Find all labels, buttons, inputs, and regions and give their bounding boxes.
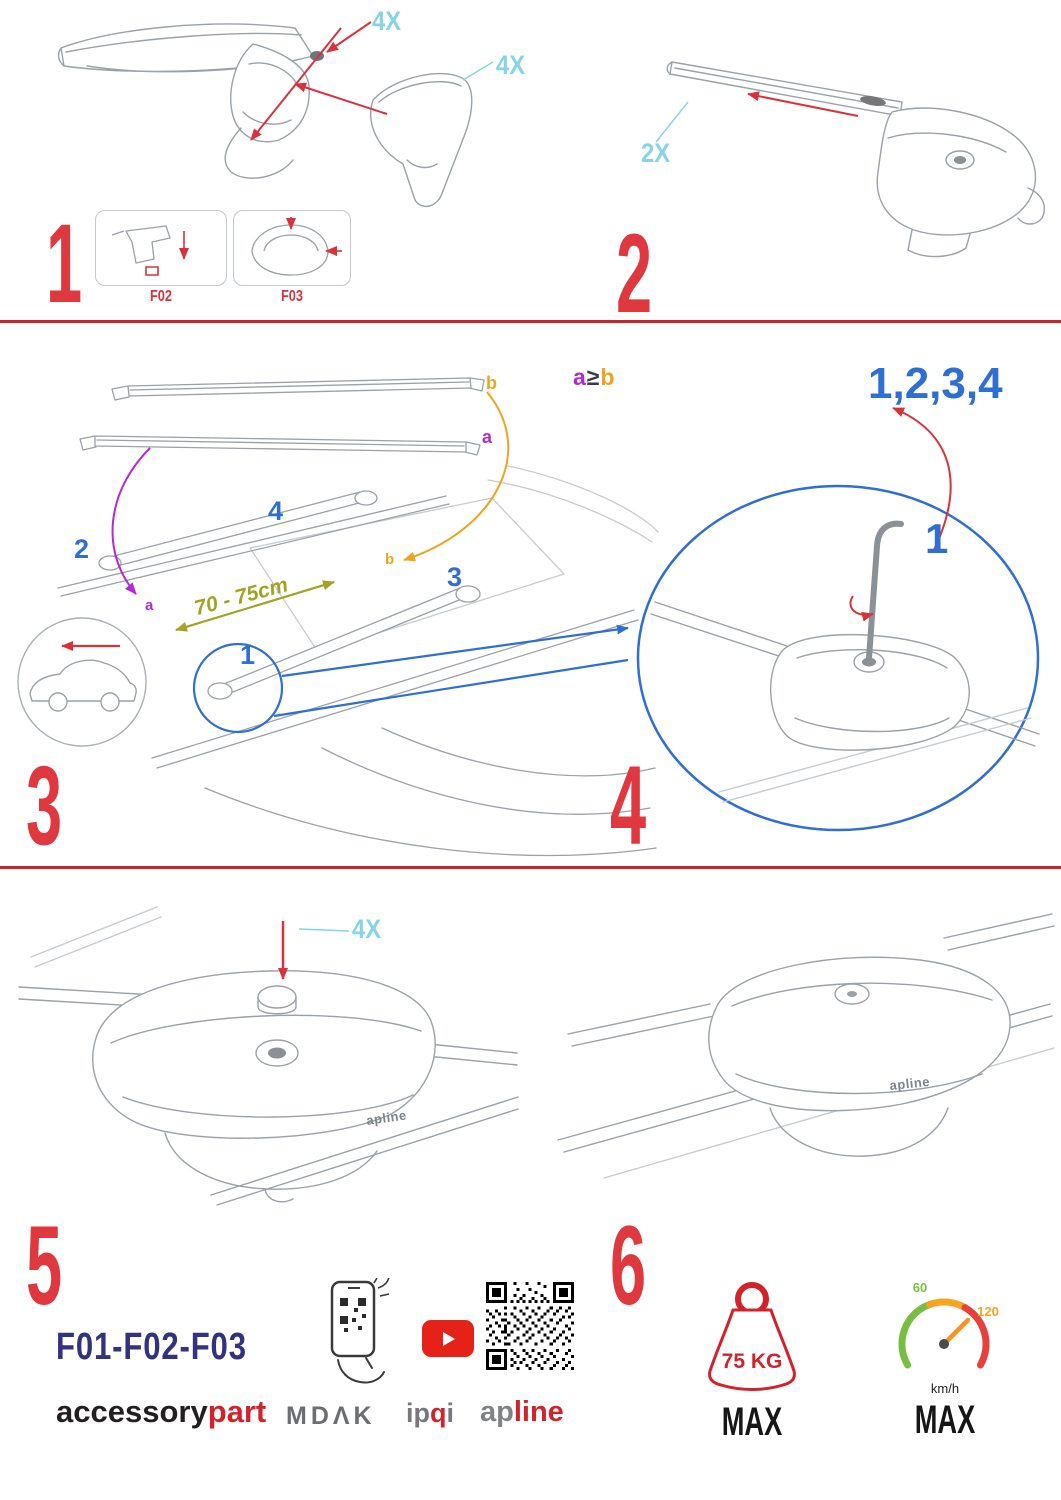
bar-b-label: b [486,373,497,393]
step1-crossbar-clamp-drawing [57,21,494,207]
crossbar [669,61,903,117]
ipqi-ip: ip [406,1398,430,1428]
plastic-cover [370,72,473,207]
apline-logo: apline [480,1396,564,1429]
mdak-logo: MDΛK [286,1402,376,1430]
loose-bar-a [79,435,481,456]
step1-inset-right-label: F03 [280,288,304,305]
bar-a-label: a [482,427,493,447]
phone-scan-icon [330,1278,390,1384]
bar-a-placement-curve [111,447,151,595]
accessorypart-logo: accessorypart [56,1396,266,1427]
accessory-text: accessory [56,1394,208,1429]
step2-number: 2 [616,211,653,336]
torque-arrows [849,407,952,622]
sliding-foot [876,107,1046,258]
step1-qty-clamps: 4X [372,6,402,36]
spacing-rule: a≥b [573,366,614,389]
bar-slot [860,96,886,106]
zoom-callout [192,624,629,734]
cover-cap [257,985,297,1015]
youtube-icon [422,1320,474,1357]
clamp-foot [708,956,1011,1157]
rule-a: a [573,364,586,390]
step5-qty: 4X [352,914,382,944]
weight-value: 75 KG [722,1350,783,1373]
spacing-arrow [175,580,335,632]
f02-part-sketch [111,225,189,276]
step6-number: 6 [610,1203,647,1328]
speed-low-label: 60 [913,1280,927,1295]
apline-line: line [513,1396,564,1428]
max-weight-icon: 75 KG [708,1282,796,1391]
step5-cap-install-drawing: apline [18,906,519,1206]
zoom-circle [636,484,1040,832]
qty-pointer-line [655,101,689,143]
step6-finished-clamp-drawing: apline [557,913,1055,1179]
foot-2-label: 2 [74,534,90,564]
step6-apline-logo: apline [889,1074,931,1093]
weight-max-label: MAX [721,1400,783,1444]
roof-panel-seams [249,465,659,653]
crossbar-left [650,601,794,661]
step1-number: 1 [46,201,83,326]
roof-a-mark: a [145,597,154,614]
speed-max-label: MAX [914,1398,976,1442]
loose-bar-b [111,377,485,401]
foot-4-label: 4 [268,496,284,526]
clamp-foot [92,970,436,1203]
crossbar-left [567,1003,715,1047]
ipqi-q: q [430,1398,447,1428]
clamp-foot [224,43,324,179]
section-divider-2 [0,866,1061,869]
background-rail [30,906,162,968]
front-crossbar [207,585,481,700]
mounting-arrows [250,21,388,141]
step3-roof-layout-drawing [17,377,659,857]
speed-high-label: 120 [977,1304,999,1319]
slide-arrow [747,91,859,117]
rule-b: b [600,364,615,390]
speedometer-icon: 60 120 [898,1280,999,1369]
qty-pointer-line [462,61,494,81]
car-body-lines [204,727,657,857]
ipqi-i: i [446,1398,455,1428]
part-text: part [207,1394,267,1429]
foot-3-label: 3 [447,562,463,592]
step1-inset-left-label: F02 [149,288,173,305]
ipqi-logo: ipqi [406,1398,454,1429]
product-codes: F01-F02-F03 [56,1326,247,1368]
crossbar-right [943,913,1055,951]
step4-number: 4 [610,743,647,868]
rule-operator: ≥ [586,364,600,390]
car-direction-inset [17,617,147,747]
step1-inset-f03 [233,210,351,286]
qty-pointer-line [298,928,350,932]
f03-part-sketch [251,217,342,276]
step4-tighten-zoom-drawing [636,407,1040,832]
tighten-first: 1 [925,515,949,562]
tighten-sequence: 1,2,3,4 [868,359,1003,408]
speed-unit-label: km/h [930,1381,960,1396]
step2-qty: 2X [641,138,671,168]
step3-number: 3 [26,743,63,868]
step5-number: 5 [26,1203,63,1328]
apline-ap: ap [480,1396,514,1428]
step5-apline-logo: apline [365,1107,407,1128]
qr-code [486,1282,574,1370]
play-triangle [443,1331,455,1346]
step1-inset-f02 [95,210,227,286]
section-divider-1 [0,320,1061,323]
step2-bar-slide-drawing [655,61,1046,258]
foot-1-label: 1 [240,640,256,670]
step1-qty-covers: 4X [496,50,526,80]
allen-key [866,520,904,661]
roof-rails [57,495,639,769]
bar-b-placement-curve [403,391,510,562]
roof-b-mark: b [385,551,395,568]
